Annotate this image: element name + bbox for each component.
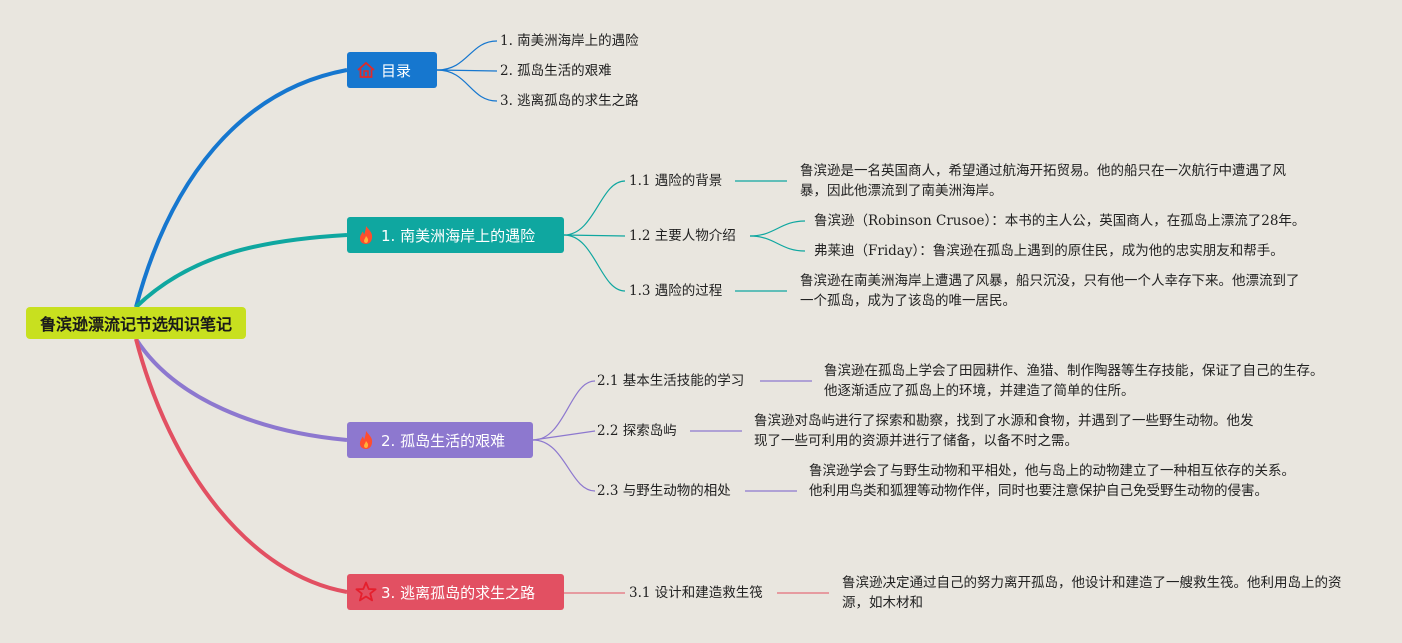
detail-1-3: 鲁滨逊在南美洲海岸上遭遇了风暴，船只沉没，只有他一个人幸存下来。他漂流到了一个孤… (800, 273, 1300, 309)
connector-2-1 (532, 380, 596, 441)
connector-toc-item-1 (436, 40, 498, 71)
star-icon (355, 581, 377, 603)
toc-item-3[interactable]: 3. 逃离孤岛的求生之路 (500, 93, 639, 109)
home-icon (355, 59, 377, 81)
fire-icon (355, 224, 377, 246)
toc-item-2[interactable]: 2. 孤岛生活的艰难 (500, 63, 612, 79)
branch-toc[interactable]: 目录 (347, 52, 437, 88)
detail-3-1: 鲁滨逊决定通过自己的努力离开孤岛，他设计和建造了一艘救生筏。他利用岛上的资源，如… (842, 575, 1342, 611)
branch-label: 3. 逃离孤岛的求生之路 (381, 583, 536, 602)
root-topic[interactable]: 鲁滨逊漂流记节选知识笔记 (26, 307, 246, 339)
detail-2-3: 鲁滨逊学会了与野生动物和平相处，他与岛上的动物建立了一种相互依存的关系。他利用鸟… (809, 463, 1295, 499)
connector-root-to-branch-3 (134, 338, 348, 594)
branch-1[interactable]: 1. 南美洲海岸上的遇险 (347, 217, 564, 253)
subtopic-1-3[interactable]: 1.3 遇险的过程 (629, 283, 723, 299)
connector-root-to-toc (134, 68, 348, 308)
subtopic-2-2[interactable]: 2.2 探索岛屿 (597, 423, 677, 439)
toc-item-1[interactable]: 1. 南美洲海岸上的遇险 (500, 33, 639, 49)
subtopic-1-2[interactable]: 1.2 主要人物介绍 (629, 228, 736, 244)
connector-toc-item-3 (436, 69, 498, 102)
subtopic-3-1[interactable]: 3.1 设计和建造救生筏 (629, 585, 763, 601)
detail-2-1: 鲁滨逊在孤岛上学会了田园耕作、渔猎、制作陶器等生存技能，保证了自己的生存。他逐渐… (824, 363, 1324, 399)
branch-label: 1. 南美洲海岸上的遇险 (381, 226, 536, 245)
connector-1-2-detail-2 (749, 235, 806, 252)
branch-label: 目录 (381, 61, 412, 80)
connector-root-to-branch-2 (134, 337, 348, 442)
subtopic-2-3[interactable]: 2.3 与野生动物的相处 (597, 483, 731, 499)
subtopic-1-1[interactable]: 1.1 遇险的背景 (629, 173, 723, 189)
detail-1-1: 鲁滨逊是一名英国商人，希望通过航海开拓贸易。他的船只在一次航行中遭遇了风暴，因此… (800, 163, 1286, 199)
detail-2-2: 鲁滨逊对岛屿进行了探索和勘察，找到了水源和食物，并遇到了一些野生动物。他发现了一… (754, 413, 1254, 449)
root-title: 鲁滨逊漂流记节选知识笔记 (39, 315, 232, 334)
fire-icon (355, 429, 377, 451)
connector-2-3 (532, 439, 596, 492)
branch-label: 2. 孤岛生活的艰难 (381, 431, 506, 450)
subtopic-2-1[interactable]: 2.1 基本生活技能的学习 (597, 373, 745, 389)
connector-1-2 (563, 234, 626, 237)
detail-1-2-b: 弗莱迪（Friday）：鲁滨逊在孤岛上遇到的原住民，成为他的忠实朋友和帮手。 (814, 243, 1284, 259)
detail-1-2-a: 鲁滨逊（Robinson Crusoe）：本书的主人公，英国商人，在孤岛上漂流了… (814, 213, 1306, 229)
connector-1-3 (563, 234, 626, 292)
connector-1-2-detail-1 (749, 220, 806, 237)
connector-toc-item-2 (436, 69, 498, 72)
connector-2-2 (532, 430, 596, 441)
connector-root-to-branch-1 (134, 233, 348, 309)
connector-1-1 (563, 180, 626, 236)
branch-2[interactable]: 2. 孤岛生活的艰难 (347, 422, 533, 458)
branch-3[interactable]: 3. 逃离孤岛的求生之路 (347, 574, 564, 610)
